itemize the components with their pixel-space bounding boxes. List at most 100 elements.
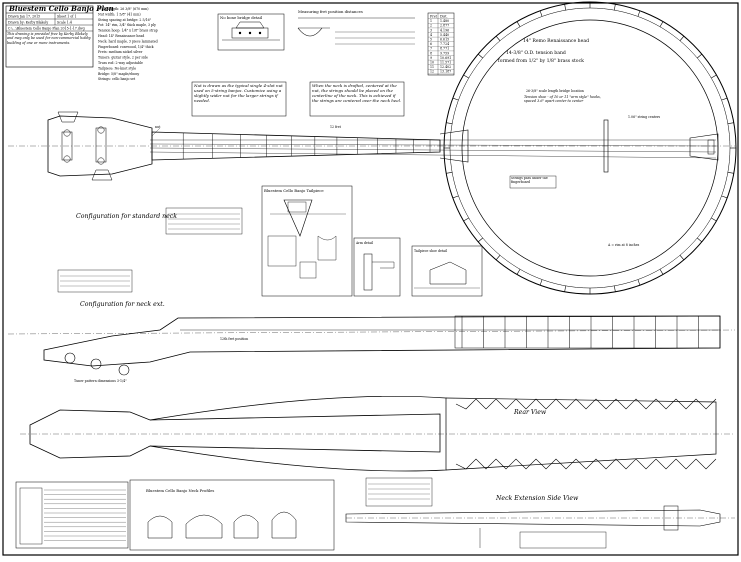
hook xyxy=(564,4,566,11)
fret-table-cell: 12 xyxy=(430,70,434,74)
tension-hooks xyxy=(444,2,736,294)
fret-table-cell: 12.402 xyxy=(440,65,451,69)
arm-detail-label: Arm detail xyxy=(355,241,373,245)
hook xyxy=(516,21,521,27)
spec-item: String spacing at bridge: 2 5/16" xyxy=(98,18,152,22)
hook xyxy=(659,269,664,275)
fret-table-cell: 9.759 xyxy=(440,51,449,55)
extension-notes xyxy=(365,477,433,507)
fret-table-cell: 10.691 xyxy=(440,56,451,60)
hook xyxy=(452,97,459,101)
hook xyxy=(477,53,483,59)
title-row-1-right: Sheet 1 of 1 xyxy=(57,15,77,19)
pot-top-view: 14" Remo Renaissance head 14-3/8" O.D. t… xyxy=(443,1,737,295)
hook xyxy=(727,122,734,124)
spec-item: Head: 14" Renaissance head xyxy=(98,34,144,38)
bridge xyxy=(603,119,609,173)
fret-table-cell: Dist. xyxy=(440,15,448,19)
neck-profiles-label: Bluestem Cello Banjo Neck Profiles xyxy=(146,488,214,493)
hook xyxy=(721,97,728,101)
hook xyxy=(697,53,703,59)
fret-table-cell: 11 xyxy=(430,65,434,69)
rear-view-label: Rear View xyxy=(513,409,547,416)
hook xyxy=(659,21,664,27)
spec-item: Neck: hard maple, 3 piece laminated xyxy=(98,39,158,43)
hook xyxy=(463,217,469,222)
measuring-label: Measuring fret position distances xyxy=(298,9,363,14)
wood-note-block xyxy=(165,207,243,235)
string-centers: 1.06" string centers xyxy=(628,115,661,119)
title-row-1-left: Drawn Jan 17, 2015 xyxy=(8,15,40,19)
hook xyxy=(614,4,616,11)
hook xyxy=(516,269,521,275)
fret-table-cell: 3 xyxy=(430,28,432,32)
headstock-top xyxy=(47,115,153,177)
twelfth-fret-label: 12th fret position xyxy=(220,337,248,341)
nut-note-box: Nut is drawn as the typical single 4-slo… xyxy=(191,81,287,117)
bridge-detail-box: No bone bridge detail xyxy=(217,13,285,51)
fret-table-cell: 1 xyxy=(430,19,432,23)
hook xyxy=(539,10,543,17)
license-note: This drawing is provided free by Kerby B… xyxy=(7,32,91,45)
fret-table-cell: 7 xyxy=(430,47,432,51)
title-row-3: C:\...\Bluestem Cello Banjo Plan 2015-1-… xyxy=(8,27,85,31)
measuring-box: Measuring fret position distances xyxy=(297,9,415,45)
spec-item: Tailpiece: No-knot style xyxy=(98,66,136,70)
bridge-detail-label: No bone bridge detail xyxy=(220,15,263,20)
hook xyxy=(495,255,501,261)
spec-item: Truss rod: 2-way adjustable xyxy=(98,61,143,65)
fret-table-cell: Fret xyxy=(430,15,438,19)
hook xyxy=(477,237,483,243)
tailpiece-detail-label: Bluestem Cello Banjo Tailpiece xyxy=(264,188,324,193)
hook xyxy=(697,237,703,243)
tailpiece-shoe-label: Tailpiece shoe detail xyxy=(414,249,447,253)
spec-item: Fingerboard: rosewood, 1/4" thick xyxy=(98,45,154,49)
title-block: Bluestem Cello Banjo Plan Drawn Jan 17, … xyxy=(5,4,114,68)
spec-item: Pot: 14" rim, 3/4" thick maple, 3 ply xyxy=(98,23,156,27)
tension-band-2: formed from 1/2" by 1/8" brass stock xyxy=(498,58,584,64)
spec-list: Scale length: 26 3/8" (670 mm)Nut width:… xyxy=(98,7,158,81)
spec-item: Strings: cello banjo set xyxy=(98,77,136,81)
fret-table-cell: 9 xyxy=(430,56,432,60)
tailpiece xyxy=(689,133,719,161)
hook xyxy=(539,279,543,286)
hook xyxy=(452,195,459,199)
tension-hoop xyxy=(443,1,737,295)
tuner-note: Tuner pattern dimensions 3-1/4" xyxy=(74,379,127,383)
spec-item: Nut width: 1 5/8" (41 mm) xyxy=(98,12,141,16)
hook xyxy=(446,122,453,124)
title-row-2-right: Scale 1:4 xyxy=(57,21,72,25)
fret-table-cell: 6.615 xyxy=(440,38,449,42)
fret-table-cell: 6 xyxy=(430,42,432,46)
fret-table-cell: 2 xyxy=(430,24,432,28)
arm-detail-box: Arm detail xyxy=(353,237,401,297)
hook xyxy=(711,217,717,222)
neck-extension-view: Neck Extension Side View xyxy=(345,495,735,549)
nut-note: Nut is drawn as the typical single 4-slo… xyxy=(194,83,283,103)
fret-table-cell: 13.187 xyxy=(440,70,451,74)
hook xyxy=(614,285,616,292)
fret-spacing-chart xyxy=(15,481,129,549)
spec-item: Bridge: 5/8" maple/ebony xyxy=(98,72,139,76)
rim-label: A = rim at 8 inches xyxy=(607,243,640,247)
fret-table-cell: 8 xyxy=(430,51,432,55)
fret-table-cell: 4.196 xyxy=(440,28,449,32)
fifth-string-note-box: When the neck is drafted, centered at th… xyxy=(309,81,405,117)
fret-table-cell: 8.771 xyxy=(440,47,449,51)
rear-view: Rear View xyxy=(20,395,735,472)
head-label: 14" Remo Renaissance head xyxy=(523,38,589,44)
plan-title: Bluestem Cello Banjo Plan xyxy=(8,4,114,13)
hook xyxy=(495,35,501,41)
fret-table-cell: 11.571 xyxy=(440,61,451,65)
title-row-2-left: Drawn by: Kerby Blakely xyxy=(8,21,48,25)
hook xyxy=(637,279,641,286)
strings-pass-note: Strings pass under the fingerboard xyxy=(511,177,548,184)
fret-table-cell: 7.724 xyxy=(440,42,449,46)
fret-table-cell: 2.877 xyxy=(440,24,449,28)
hook xyxy=(721,195,728,199)
spec-item: Tuners: guitar style, 2 per side xyxy=(98,56,148,60)
neck-ext-label: Neck Extension Side View xyxy=(495,495,579,502)
